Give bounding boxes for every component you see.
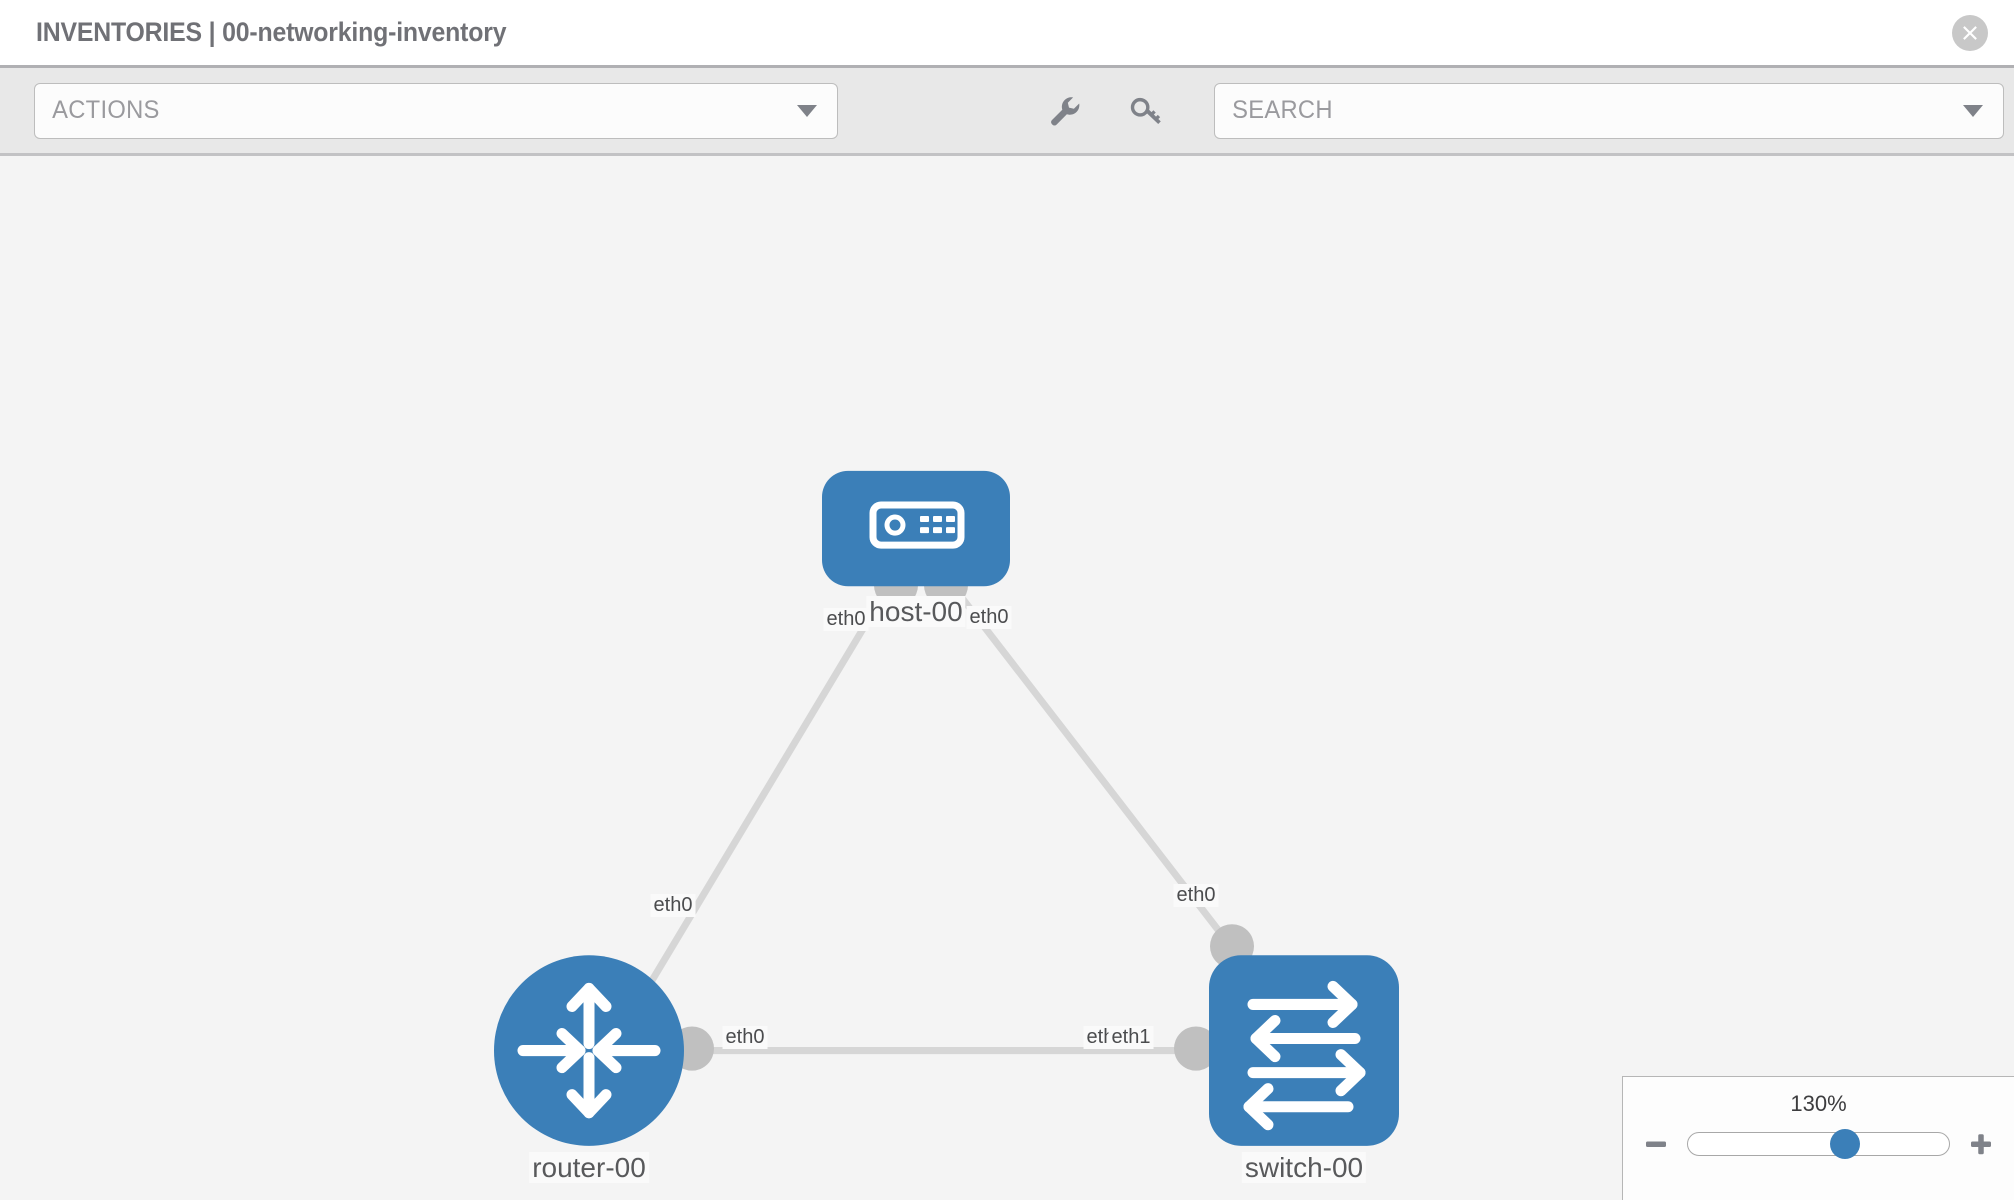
title-bar: INVENTORIES | 00-networking-inventory — [0, 0, 2014, 68]
topology-links — [637, 575, 1243, 1055]
iface-label-switch00-eth0-uplink[interactable]: eth0 — [1173, 884, 1219, 907]
link-host00-router00 — [637, 575, 897, 1003]
zoom-slider-track[interactable] — [1687, 1129, 1950, 1159]
iface-label-host00-eth0-left[interactable]: eth0 — [823, 608, 869, 631]
wrench-icon[interactable] — [1044, 91, 1084, 131]
page-title: INVENTORIES | 00-networking-inventory — [36, 17, 507, 47]
port-switch00-eth1 — [1174, 1026, 1218, 1071]
search-placeholder: SEARCH — [1232, 96, 1333, 124]
close-button[interactable] — [1952, 14, 1988, 51]
node-label-host-00[interactable]: host-00 — [866, 596, 966, 628]
node-switch-00[interactable] — [1209, 955, 1399, 1146]
topology-ports — [670, 563, 1254, 1071]
iface-label-router00-eth0[interactable]: eth0 — [722, 1026, 768, 1049]
zoom-slider-thumb[interactable] — [1829, 1129, 1860, 1159]
node-label-switch-00[interactable]: switch-00 — [1241, 1152, 1367, 1184]
toolbar: ACTIONS SEARCH — [0, 68, 2014, 156]
close-circle-icon — [1959, 22, 1981, 44]
iface-label-switch00-eth1[interactable]: eth1 — [1108, 1026, 1154, 1049]
topology-canvas[interactable]: host-00 router-00 switch-00 eth0 eth0 et… — [0, 156, 2014, 1200]
iface-label-router00-eth0-uplink[interactable]: eth0 — [650, 894, 696, 917]
zoom-in-button[interactable] — [1964, 1127, 1998, 1161]
zoom-out-button[interactable] — [1639, 1127, 1673, 1161]
zoom-slider-row — [1623, 1127, 2014, 1161]
iface-label-host00-eth0-right[interactable]: eth0 — [966, 606, 1012, 629]
router-arrows-icon — [517, 982, 661, 1119]
actions-dropdown[interactable]: ACTIONS — [34, 82, 838, 139]
node-label-router-00[interactable]: router-00 — [529, 1152, 649, 1184]
node-host-00[interactable] — [822, 470, 1010, 587]
zoom-level-value: 130% — [1790, 1091, 1847, 1116]
node-router-00[interactable] — [494, 955, 684, 1146]
chevron-down-icon — [797, 104, 817, 117]
server-device-icon — [869, 501, 965, 549]
zoom-control-panel: 130% — [1622, 1076, 2014, 1200]
search-field[interactable]: SEARCH — [1214, 82, 2004, 139]
key-icon[interactable] — [1126, 91, 1166, 131]
toolbar-icon-group — [1044, 91, 1166, 131]
switch-arrows-icon — [1243, 980, 1366, 1131]
topology-graph — [494, 470, 1399, 1146]
actions-dropdown-label: ACTIONS — [52, 96, 160, 124]
chevron-down-icon — [1963, 104, 1983, 117]
